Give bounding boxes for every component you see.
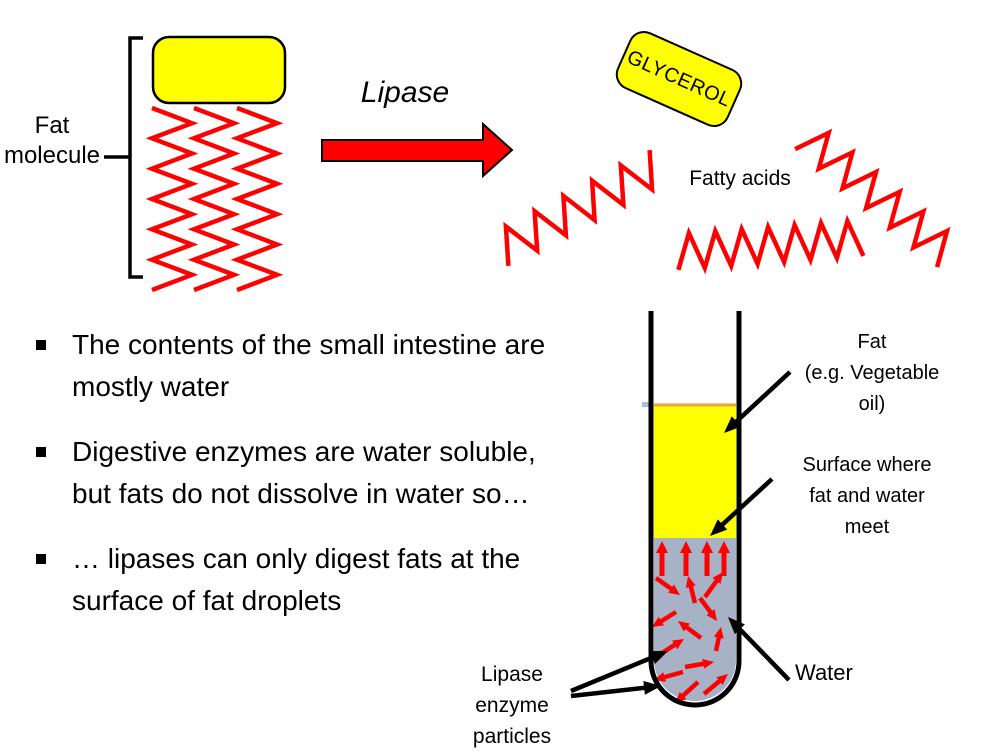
water-label: Water — [795, 660, 853, 685]
fatty-acids-label: Fatty acids — [689, 167, 791, 190]
annotation-arrow-head — [724, 416, 742, 433]
interface-arrow-head — [701, 541, 713, 553]
list-item: The contents of the small intestine are … — [32, 324, 632, 408]
annotation-arrow-head — [643, 680, 661, 695]
interface-arrow-head — [718, 541, 730, 553]
test-tube-outline — [648, 311, 742, 708]
lipase-particle-arrow — [680, 680, 700, 699]
lipase-particle-arrow — [654, 576, 674, 592]
bullet-square-icon — [36, 554, 46, 564]
lipase-particle-arrow-head — [678, 621, 690, 632]
interface-arrow-head — [680, 541, 692, 553]
lipase-particle-arrow — [713, 635, 722, 652]
lipase-particles-label: Lipase enzyme particles — [472, 663, 552, 748]
fat-layer — [654, 404, 736, 538]
fat-molecule-chain — [230, 105, 284, 293]
lipase-particle-arrow — [703, 577, 720, 599]
lipase-particle-arrow — [698, 596, 714, 616]
surface-label: Surface where fat and water meet — [802, 454, 932, 538]
bullet-text: Digestive enzymes are water soluble, but… — [72, 436, 536, 509]
bullet-list: The contents of the small intestine are … — [32, 324, 632, 645]
lipase-particle-arrow-head — [668, 584, 680, 595]
lipase-particle-arrow-head — [702, 658, 714, 669]
lipase-particle-arrow-head — [713, 627, 724, 639]
annotation-arrow — [733, 370, 792, 425]
list-item: … lipases can only digest fats at the su… — [32, 538, 632, 622]
annotation-arrow-head — [728, 617, 745, 635]
bullet-square-icon — [36, 340, 46, 350]
fatty-acid-zigzag — [503, 149, 655, 267]
fat-molecule-bracket — [104, 36, 143, 279]
fatty-acid-zigzag — [794, 128, 951, 268]
bullet-square-icon — [36, 447, 46, 457]
fat-oil-label: Fat (e.g. Vegetable oil) — [804, 331, 940, 415]
lipase-particle-arrow-head — [706, 609, 717, 621]
lipase-particle-arrow-head — [685, 576, 696, 588]
lipase-enzyme-label: Lipase — [360, 76, 450, 109]
lipase-particle-arrow — [684, 661, 706, 670]
fat-molecule-chain — [187, 105, 241, 293]
fat-head-shape — [151, 35, 287, 105]
lipase-particle-arrow-head — [716, 674, 728, 685]
annotation-arrow — [570, 654, 655, 694]
lipase-particle-arrow-head — [672, 639, 684, 650]
fatty-acid-zigzag — [676, 214, 866, 275]
lipase-particle-arrow-head — [712, 572, 723, 584]
annotation-arrow — [570, 685, 647, 699]
fat-level-tick — [642, 402, 651, 407]
lipase-particle-arrow — [662, 669, 684, 680]
bullet-text: The contents of the small intestine are … — [72, 329, 546, 402]
fat-molecule-label: Fat molecule — [3, 112, 101, 169]
lipase-particle-arrow — [658, 610, 678, 625]
lipase-particle-arrow — [688, 584, 698, 604]
list-item: Digestive enzymes are water soluble, but… — [32, 431, 632, 515]
lipase-particle-arrow — [702, 678, 723, 696]
lipase-particle-arrow — [683, 624, 703, 640]
annotation-arrow — [736, 626, 791, 682]
annotation-arrow — [719, 477, 774, 528]
annotation-arrow-head — [710, 519, 728, 536]
fat-molecule-chain — [145, 105, 199, 293]
lipase-reaction-arrow — [321, 121, 514, 179]
interface-arrow-head — [656, 541, 668, 553]
bullet-text: … lipases can only digest fats at the su… — [72, 543, 521, 616]
annotation-arrow-head — [649, 651, 668, 664]
lipase-particle-arrow-head — [652, 616, 664, 627]
